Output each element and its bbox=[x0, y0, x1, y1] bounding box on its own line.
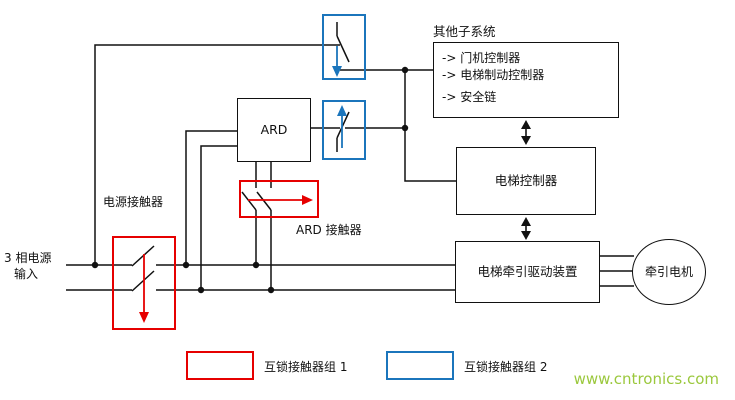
legend-label-group1: 互锁接触器组 1 bbox=[264, 360, 348, 374]
power-lines bbox=[66, 44, 634, 291]
traction-drive-box: 电梯牵引驱动装置 bbox=[455, 241, 600, 303]
power-contactor-box bbox=[112, 236, 176, 330]
motor-label: 牵引电机 bbox=[645, 264, 694, 279]
interlock-contactor-mid-box bbox=[322, 100, 366, 160]
legend-swatch-group1 bbox=[186, 351, 254, 380]
motor-circle: 牵引电机 bbox=[632, 239, 706, 305]
power-input-line2: 输入 bbox=[14, 267, 39, 281]
bidirectional-arrow-bottom bbox=[521, 217, 531, 240]
blue-up-arrowhead-icon bbox=[337, 105, 347, 116]
ard-box-label: ARD bbox=[260, 121, 288, 137]
elevator-controller-label: 电梯控制器 bbox=[494, 172, 558, 188]
ard-box: ARD bbox=[237, 98, 311, 162]
blue-down-arrowhead-icon bbox=[332, 66, 342, 77]
ard-contactor-label: ARD 接触器 bbox=[296, 223, 362, 237]
bidirectional-arrow-top bbox=[521, 120, 531, 145]
other-subsystem-item: -> 安全链 bbox=[442, 90, 497, 104]
elevator-controller-box: 电梯控制器 bbox=[456, 147, 596, 215]
red-down-arrowhead-icon bbox=[139, 312, 149, 323]
interlock-switch-mid bbox=[336, 105, 350, 152]
interlock-contactor-top-box bbox=[322, 14, 366, 80]
other-subsystems-title: 其他子系统 bbox=[433, 24, 496, 39]
power-contactor-switch bbox=[131, 245, 155, 323]
ard-contactor-box bbox=[239, 180, 319, 218]
other-subsystem-item: -> 电梯制动控制器 bbox=[442, 68, 545, 82]
traction-drive-label: 电梯牵引驱动装置 bbox=[477, 263, 578, 279]
other-subsystem-item: -> 门机控制器 bbox=[442, 51, 521, 65]
legend-label-group2: 互锁接触器组 2 bbox=[464, 360, 548, 374]
interlock-switch-top bbox=[332, 22, 350, 77]
legend-swatch-group2 bbox=[386, 351, 454, 380]
power-input-line1: 3 相电源 bbox=[4, 251, 52, 265]
other-subsystems-box: -> 门机控制器 -> 电梯制动控制器 -> 安全链 bbox=[433, 42, 619, 118]
ard-contactor-switch bbox=[241, 191, 313, 211]
red-right-arrowhead-icon bbox=[302, 195, 313, 205]
power-contactor-label: 电源接触器 bbox=[103, 195, 164, 209]
junction-dots bbox=[91, 66, 409, 294]
power-input-label: 3 相电源 输入 bbox=[4, 250, 51, 282]
watermark-text: www.cntronics.com bbox=[573, 370, 719, 388]
